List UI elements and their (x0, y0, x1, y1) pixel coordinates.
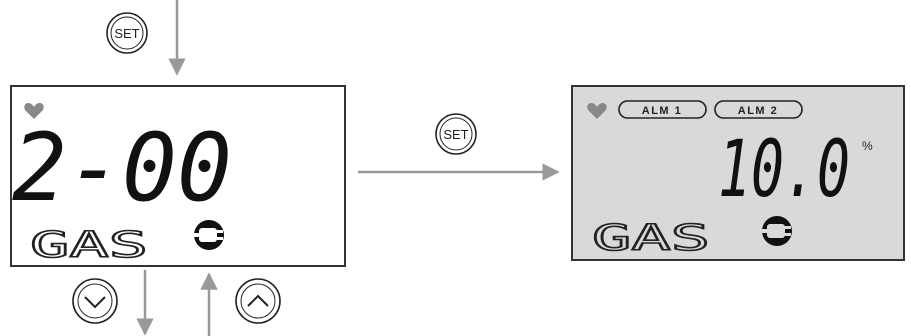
set-button-top-label: SET (114, 26, 139, 41)
heart-icon (587, 103, 607, 119)
chevron-up-icon (247, 294, 269, 307)
alarm-1-badge: ALM 1 (618, 100, 707, 119)
left-gas-label: GAS (30, 225, 148, 266)
plug-icon (193, 220, 224, 250)
up-button[interactable] (235, 278, 281, 324)
chevron-down-icon (84, 296, 106, 309)
right-main-value: 10.0 (718, 125, 850, 215)
alarm-2-label: ALM 2 (738, 105, 779, 117)
down-button[interactable] (72, 278, 118, 324)
right-display: ALM 1 ALM 2 10.0 % GAS (571, 85, 905, 261)
plug-icon (761, 216, 792, 246)
alarm-2-badge: ALM 2 (714, 100, 803, 119)
left-main-value: 2-00 (12, 114, 232, 223)
right-gas-label: GAS (592, 218, 710, 259)
left-display: 2-00 GAS (10, 85, 346, 267)
right-unit-label: % (862, 139, 873, 153)
heart-icon (24, 103, 44, 119)
set-button-middle[interactable]: SET (435, 113, 477, 155)
alarm-1-label: ALM 1 (642, 105, 683, 117)
set-button-top[interactable]: SET (106, 12, 148, 54)
set-button-middle-label: SET (443, 127, 468, 142)
